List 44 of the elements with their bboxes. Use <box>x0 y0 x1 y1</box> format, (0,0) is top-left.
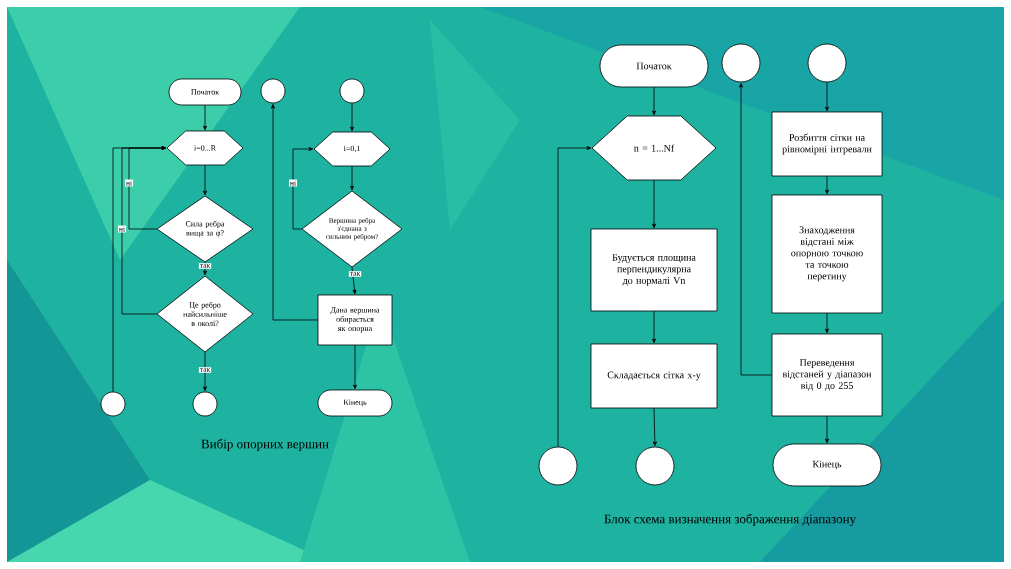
arrow <box>825 82 829 112</box>
loop-hexagon: n = 1...Nf <box>591 115 717 181</box>
arrow <box>350 165 354 191</box>
connector-circle <box>721 43 761 83</box>
process-box: Будується площина перпендикулярна до нормалі Vn <box>590 228 718 312</box>
arrow <box>350 103 354 132</box>
connector-circle <box>260 78 286 104</box>
connector-circle <box>538 446 578 486</box>
arrow <box>271 104 319 321</box>
arrow <box>203 164 207 196</box>
arrow <box>203 351 207 391</box>
arrow <box>825 312 829 334</box>
caption: Блок схема визначення зображення діапазону <box>604 513 857 527</box>
terminal-box: Початок <box>599 44 709 88</box>
process-box: Складається сітка х-у <box>590 343 718 409</box>
arrow <box>351 266 357 295</box>
loop-hexagon: i=0,1 <box>313 131 391 167</box>
loop-hexagon: i=0...R <box>166 130 244 166</box>
arrow <box>203 104 207 131</box>
arrow <box>825 415 829 444</box>
arrow <box>292 147 314 230</box>
connector-circle <box>807 43 847 83</box>
connector-circle <box>635 446 675 486</box>
terminal-box: Кінець <box>772 443 882 487</box>
arrow <box>557 146 592 447</box>
connector-circle <box>100 391 126 417</box>
process-box: Знаходження відстані між опорною точкою та точкою перетину <box>771 194 883 314</box>
arrow <box>652 179 656 229</box>
connector-circle <box>192 391 218 417</box>
arrow <box>739 83 773 376</box>
arrow <box>825 175 829 195</box>
process-box: Розбиття сітки на рівномірні інтревали <box>771 111 883 177</box>
caption: Вибір опорних вершин <box>201 438 329 451</box>
connector-circle <box>339 78 365 104</box>
arrow <box>652 407 657 446</box>
arrow <box>652 310 656 344</box>
terminal-box: Початок <box>168 78 242 106</box>
process-box: Переведення відстаней у діапазон від 0 до 255 <box>771 333 883 417</box>
arrow <box>652 86 656 116</box>
arrow <box>353 344 357 390</box>
terminal-box: Кінець <box>317 389 393 417</box>
process-box: Дана вершина обирається як опорна <box>317 294 393 346</box>
arrow <box>112 146 167 392</box>
arrow <box>203 261 207 276</box>
